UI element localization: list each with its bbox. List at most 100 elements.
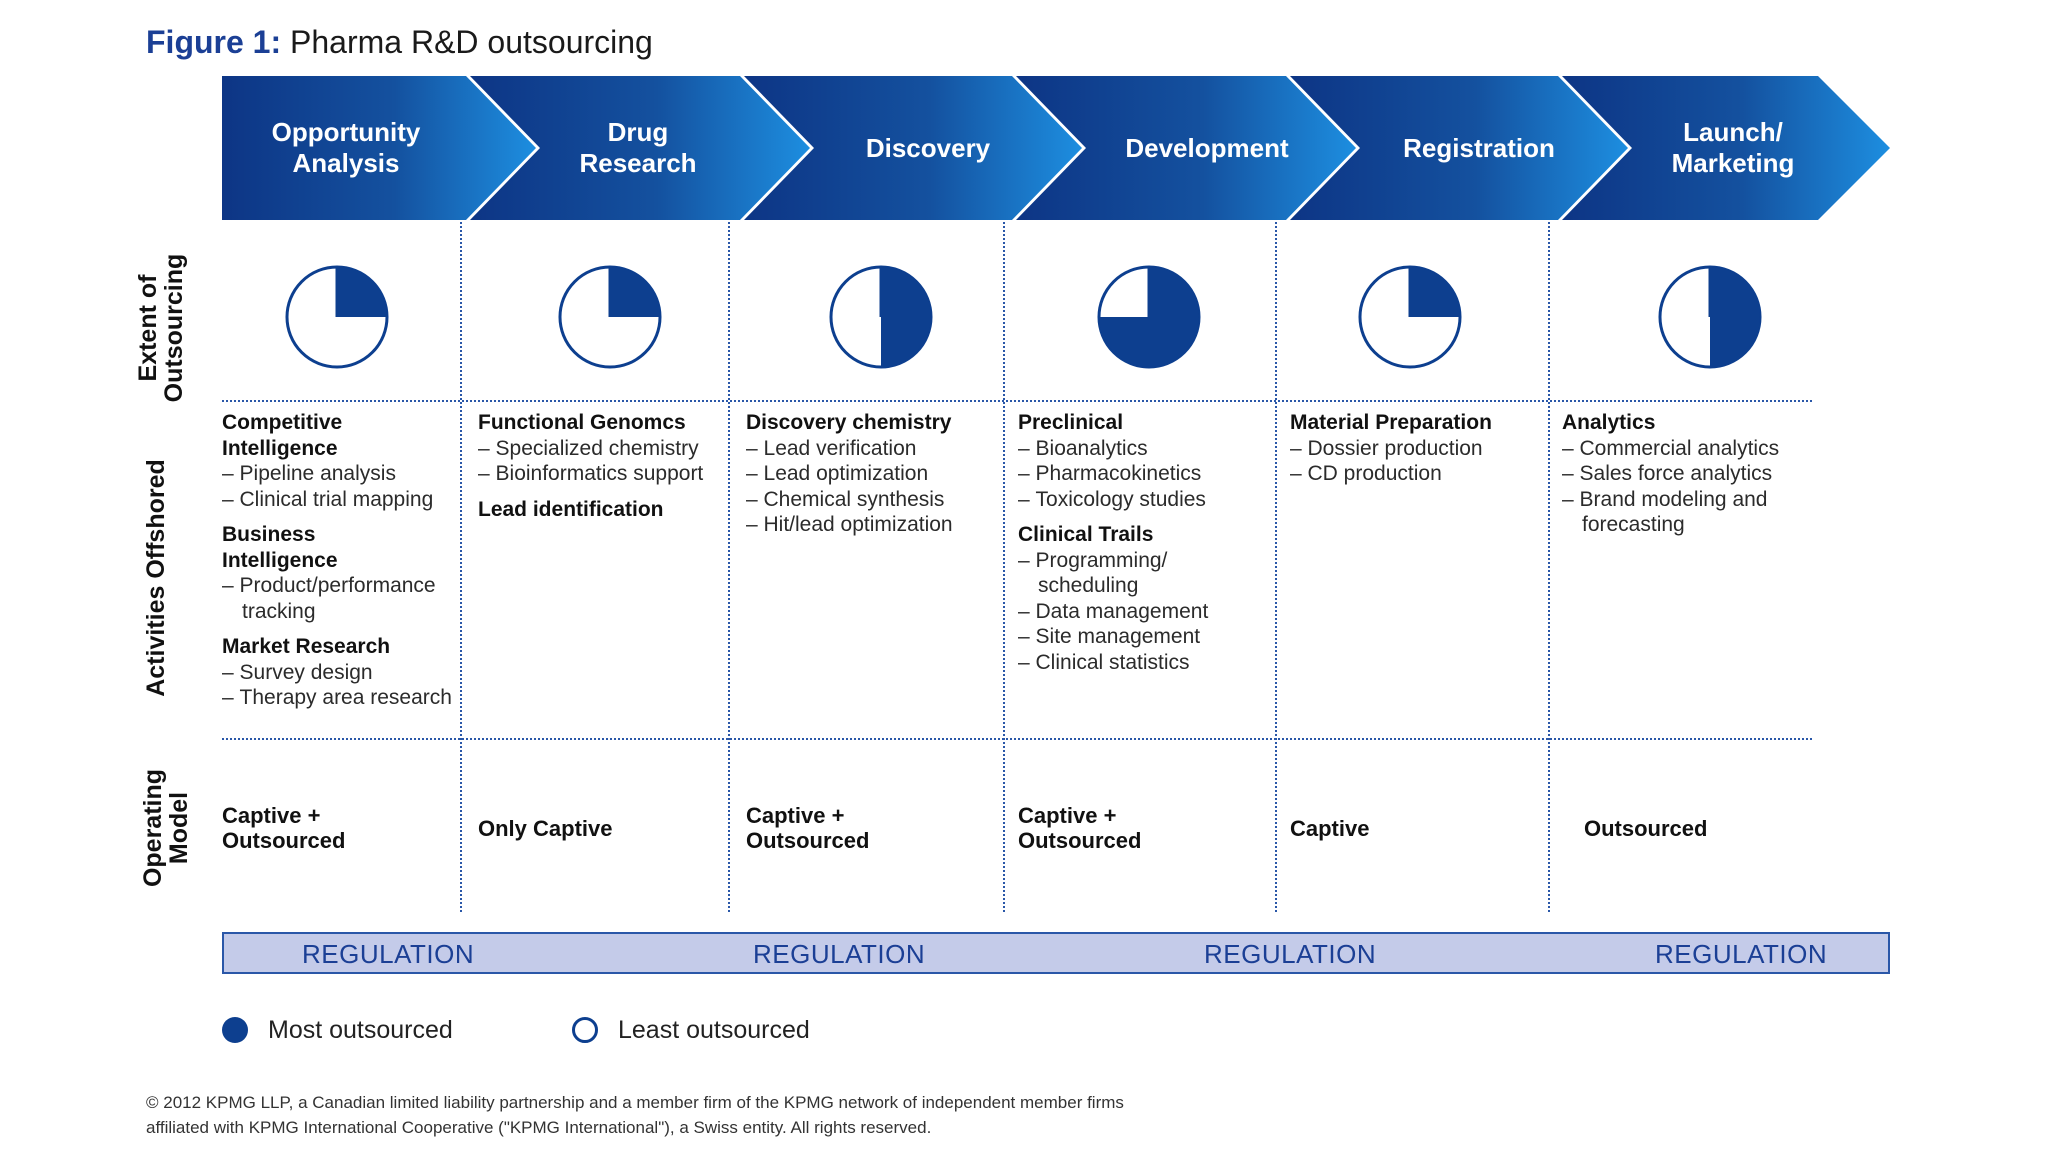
operating-model: Captive + Outsourced (746, 803, 870, 853)
regulation-label: REGULATION (302, 939, 475, 969)
pie-filled-wedge (610, 267, 660, 317)
activity-item: Dossier production (1290, 436, 1546, 462)
activities-column: Discovery chemistryLead verificationLead… (746, 410, 1002, 548)
stage-label-opportunity-analysis: Opportunity Analysis (271, 117, 421, 178)
activity-heading: Functional Genomcs (478, 411, 686, 434)
activity-heading: Discovery chemistry (746, 411, 952, 434)
pie-filled-wedge (1710, 267, 1760, 367)
stage-chevron-3 (744, 76, 1082, 220)
activity-item: Site management (1018, 624, 1274, 650)
operating-model: Captive (1290, 815, 1370, 841)
figure-label: Figure 1: (146, 24, 282, 60)
activity-group: Business IntelligenceProduct/performance… (222, 522, 458, 624)
figure-title: Figure 1: Pharma R&D outsourcing (146, 24, 653, 61)
copyright-footer: © 2012 KPMG LLP, a Canadian limited liab… (146, 1093, 1124, 1137)
stage-label-discovery: Discovery (865, 132, 991, 163)
row-divider (222, 738, 1812, 740)
regulation-label: REGULATION (1655, 939, 1828, 969)
activity-group: Market ResearchSurvey designTherapy area… (222, 634, 458, 711)
regulation-bar: REGULATION REGULATION REGULATION REGULAT… (222, 932, 1890, 974)
activity-item: Bioinformatics support (478, 461, 726, 487)
outsourcing-pie (558, 265, 662, 369)
activities-column: Material PreparationDossier productionCD… (1290, 410, 1546, 497)
activity-item: Specialized chemistry (478, 436, 726, 462)
activity-item: Clinical statistics (1018, 650, 1274, 676)
activity-item: Sales force analytics (1562, 461, 1808, 487)
activity-group: PreclinicalBioanalyticsPharmacokineticsT… (1018, 410, 1274, 512)
outsourcing-pie (829, 265, 933, 369)
activity-item: Hit/lead optimization (746, 512, 1002, 538)
activity-item: Toxicology studies (1018, 487, 1274, 513)
legend-most-label: Most outsourced (268, 1015, 453, 1044)
pie-filled-wedge (881, 267, 931, 367)
column-divider (1003, 222, 1005, 912)
activity-item: Survey design (222, 660, 458, 686)
activity-item: CD production (1290, 461, 1546, 487)
activity-item: Commercial analytics (1562, 436, 1808, 462)
activity-group: Material PreparationDossier productionCD… (1290, 410, 1546, 487)
outsourcing-pie (1658, 265, 1762, 369)
regulation-label: REGULATION (753, 939, 926, 969)
activity-item: Pipeline analysis (222, 461, 458, 487)
row-divider (222, 400, 1812, 402)
column-divider (1275, 222, 1277, 912)
activity-item: Data management (1018, 599, 1274, 625)
figure-title-text: Pharma R&D outsourcing (290, 24, 653, 60)
pie-filled-wedge (1410, 267, 1460, 317)
activity-item: Therapy area research (222, 685, 458, 711)
legend-least: Least outsourced (572, 1012, 810, 1048)
outsourcing-pie (1097, 265, 1201, 369)
row-label-model: Operating Model (139, 768, 193, 888)
activity-heading: Analytics (1562, 411, 1656, 434)
activities-column: AnalyticsCommercial analyticsSales force… (1562, 410, 1808, 548)
legend-most: Most outsourced (222, 1012, 453, 1048)
operating-model: Outsourced (1584, 815, 1708, 841)
stage-label-registration: Registration (1403, 132, 1555, 163)
stage-label-launch-marketing: Launch/ Marketing (1671, 117, 1795, 178)
activity-item: Pharmacokinetics (1018, 461, 1274, 487)
activity-heading: Competitive Intelligence (222, 411, 343, 460)
activity-group: Competitive IntelligencePipeline analysi… (222, 410, 458, 512)
activity-item: Product/performance tracking (222, 573, 458, 624)
pie-filled-wedge (337, 267, 387, 317)
activity-item: Chemical synthesis (746, 487, 1002, 513)
stage-chevron-5 (1290, 76, 1628, 220)
activities-column: Competitive IntelligencePipeline analysi… (222, 410, 458, 721)
operating-model: Only Captive (478, 815, 613, 841)
activities-column: Functional GenomcsSpecialized chemistryB… (478, 410, 726, 532)
stage-label-drug-research: Drug Research (579, 117, 697, 178)
activity-group: Discovery chemistryLead verificationLead… (746, 410, 1002, 538)
activity-item: Lead optimization (746, 461, 1002, 487)
activity-item: Clinical trial mapping (222, 487, 458, 513)
outsourcing-pie (1358, 265, 1462, 369)
activity-heading: Market Research (222, 635, 391, 658)
activity-heading: Business Intelligence (222, 523, 338, 572)
activities-column: PreclinicalBioanalyticsPharmacokineticsT… (1018, 410, 1274, 685)
stage-chevrons (222, 76, 1890, 220)
activity-group: Lead identification (478, 497, 726, 523)
activity-item: Programming/ scheduling (1018, 548, 1274, 599)
activity-heading: Preclinical (1018, 411, 1124, 434)
stage-chevron-1 (222, 76, 536, 220)
stage-chevron-6 (1562, 76, 1890, 220)
row-label-extent: Extent of Outsourcing (134, 253, 188, 403)
empty-circle-icon (572, 1017, 598, 1043)
activity-group: AnalyticsCommercial analyticsSales force… (1562, 410, 1808, 538)
activity-item: Brand modeling and forecasting (1562, 487, 1808, 538)
stage-chevron-4 (1016, 76, 1356, 220)
activity-heading: Lead identification (478, 497, 664, 521)
activity-item: Bioanalytics (1018, 436, 1274, 462)
stage-label-development: Development (1125, 132, 1289, 163)
column-divider (460, 222, 462, 912)
operating-model: Captive + Outsourced (222, 803, 346, 853)
activity-heading: Material Preparation (1290, 411, 1492, 434)
outsourcing-pie (285, 265, 389, 369)
filled-circle-icon (222, 1017, 248, 1043)
column-divider (728, 222, 730, 912)
column-divider (1548, 222, 1550, 912)
row-label-activities: Activities Offshored (142, 459, 170, 697)
activity-heading: Clinical Trails (1018, 523, 1154, 546)
activity-group: Clinical TrailsProgramming/ schedulingDa… (1018, 522, 1274, 675)
activity-item: Lead verification (746, 436, 1002, 462)
